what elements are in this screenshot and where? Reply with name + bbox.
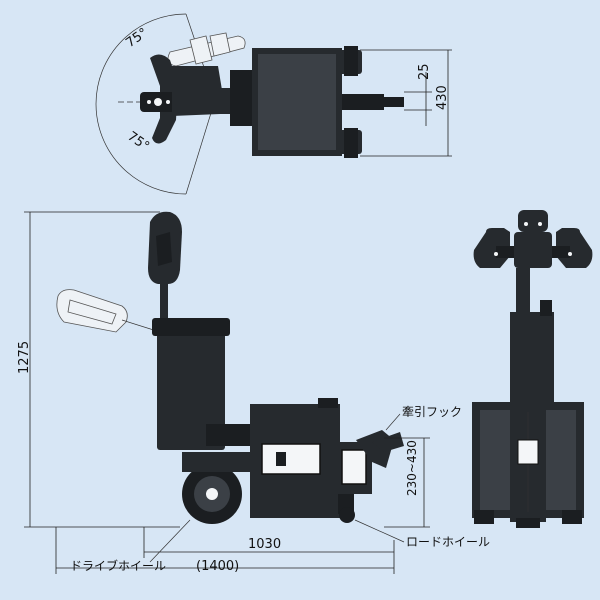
front-slot xyxy=(517,439,539,465)
drive-wheel-label: ドライブホイール xyxy=(70,558,166,573)
tiller-ghost-top xyxy=(167,32,246,67)
wheel-lower-rim xyxy=(344,128,358,158)
dim-small-label: 25 xyxy=(417,63,432,80)
dim-hitch-label: 230~430 xyxy=(405,440,419,496)
front-view xyxy=(472,210,593,528)
connector xyxy=(206,424,256,446)
neck-block xyxy=(230,70,252,126)
front-stem xyxy=(516,268,530,320)
dim-total-label: (1400) xyxy=(196,559,239,574)
hitch-plate xyxy=(341,449,367,485)
angle-lower-label: 75° xyxy=(124,129,151,155)
front-wheel-right xyxy=(562,510,582,524)
mast-box xyxy=(157,318,225,450)
wheel-arch xyxy=(182,452,252,472)
tiller-side xyxy=(148,211,182,318)
dim-width-label: 430 xyxy=(435,85,450,110)
front-wheel-center xyxy=(516,518,540,528)
side-view: 1275 xyxy=(17,211,490,574)
tiller-ghost-side xyxy=(56,289,161,333)
hitch-shaft xyxy=(342,94,384,110)
dim-height-label: 1275 xyxy=(17,341,32,374)
front-tower xyxy=(510,312,554,408)
handle-front xyxy=(473,210,593,268)
front-wheel-left xyxy=(474,510,494,524)
load-wheel-label: ロードホイール xyxy=(406,535,490,549)
control-panel xyxy=(261,443,321,475)
load-wheel xyxy=(339,507,355,523)
drive-wheel-center xyxy=(206,488,218,500)
chassis-top xyxy=(318,398,338,408)
dim-length-label: 1030 xyxy=(248,537,281,552)
top-view: 75° 75° xyxy=(95,13,452,195)
body-top-inner xyxy=(258,54,336,150)
hitch-bracket xyxy=(372,432,404,452)
wheel-upper-rim xyxy=(344,46,358,76)
mast-box-top xyxy=(152,318,230,336)
steering-arc xyxy=(95,13,187,195)
arc-radius-lower xyxy=(185,99,216,195)
hitch-nose xyxy=(384,97,404,107)
angle-upper-label: 75° xyxy=(123,26,150,52)
hitch-label: 牽引フック xyxy=(402,404,462,419)
front-tower-cap xyxy=(540,300,552,316)
panel-detail xyxy=(276,452,286,466)
